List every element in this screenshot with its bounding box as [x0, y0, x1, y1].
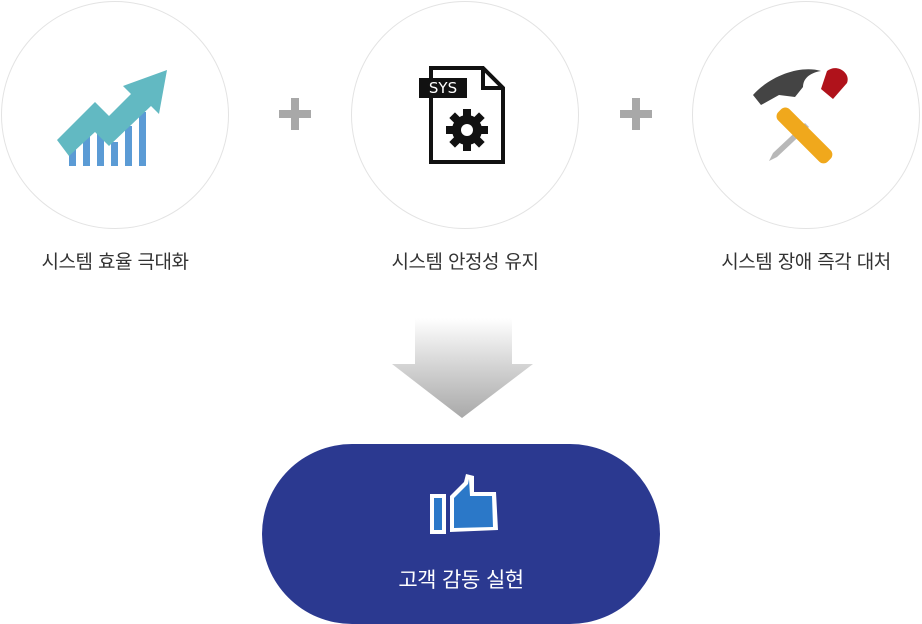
hammer-screwdriver-icon	[753, 68, 848, 164]
label-stability: 시스템 안정성 유지	[391, 251, 539, 273]
circle-efficiency	[1, 1, 229, 229]
sys-badge: SYS	[429, 79, 457, 97]
system-file-gear-icon: SYS	[419, 66, 505, 164]
label-incident-response: 시스템 장애 즉각 대처	[721, 251, 891, 273]
down-arrow-icon	[392, 318, 533, 418]
growth-chart-icon	[57, 70, 167, 166]
circle-stability: SYS	[351, 1, 579, 229]
label-efficiency: 시스템 효율 극대화	[41, 251, 189, 273]
plus-icon	[279, 98, 311, 130]
circle-incident-response	[692, 1, 920, 229]
plus-icon	[620, 98, 652, 130]
thumbs-up-icon	[430, 474, 498, 534]
result-label: 고객 감동 실현	[398, 568, 524, 592]
result-pill: 고객 감동 실현	[262, 444, 660, 624]
